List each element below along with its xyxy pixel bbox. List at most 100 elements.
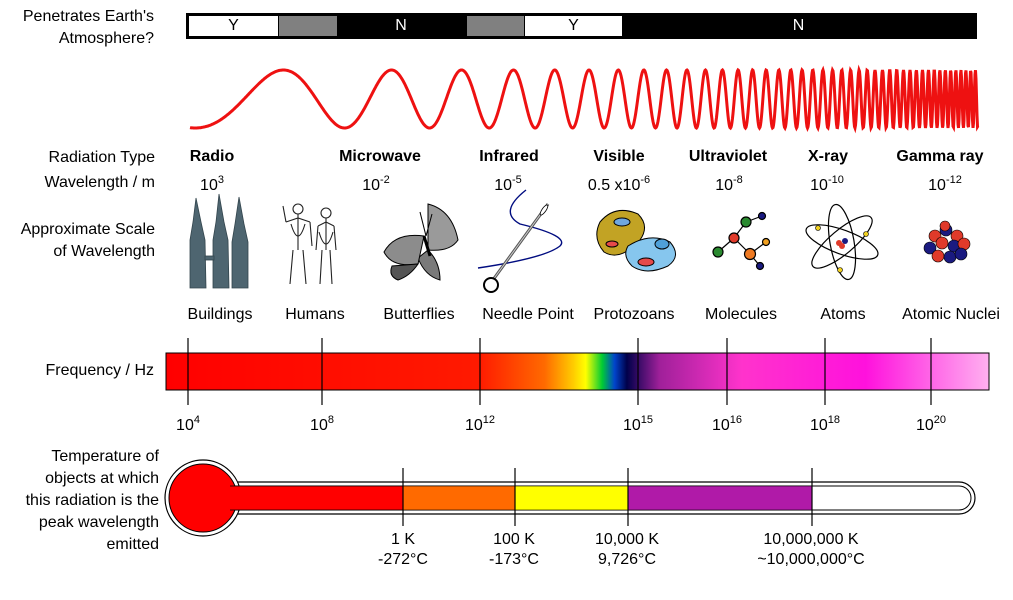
wavelength-value: 103 (200, 174, 224, 195)
atmosphere-segment-text: Y (568, 17, 579, 34)
wavelength-base: 10 (715, 177, 734, 194)
wavelength-value: 10-5 (494, 174, 522, 195)
temperature-kelvin: 10,000 K (594, 531, 660, 548)
temperature-tick-label: 10,000 K 9,726°C (595, 530, 659, 570)
wavelength-wave (189, 64, 980, 134)
atmosphere-segment: Y (525, 16, 622, 36)
frequency-base: 10 (711, 417, 730, 434)
frequency-label: Frequency / Hz (45, 362, 154, 379)
frequency-exponent: 4 (193, 414, 200, 426)
scale-name: Humans (285, 306, 345, 323)
nucleus-icon (923, 220, 971, 264)
scale-name: Protozoans (593, 306, 675, 323)
frequency-tick-lines (187, 338, 932, 405)
frequency-exponent: 12 (482, 414, 496, 426)
temperature-tick-label: 100 K -173°C (489, 530, 539, 570)
scale-name: Atoms (820, 306, 866, 323)
scale-name: Butterflies (383, 306, 455, 323)
wavelength-base: 10 (362, 177, 381, 194)
radiation-type-name: Ultraviolet (688, 148, 768, 165)
radiation-type-name: X-ray (807, 148, 849, 165)
scale-name: Needle Point (482, 306, 574, 323)
temperature-label: Temperature of objects at which this rad… (25, 448, 159, 553)
temperature-tick-lines (402, 468, 813, 526)
needle-icon (477, 189, 563, 293)
temperature-celsius: 9,726°C (598, 551, 656, 568)
frequency-exponent: 8 (327, 414, 334, 426)
scale-name: Atomic Nuclei (902, 306, 1000, 323)
wavelength-exponent: 3 (217, 174, 224, 186)
atmosphere-segment: Y (189, 16, 278, 36)
frequency-exponent: 20 (933, 414, 947, 426)
wavelength-base: 0.5 x10 (587, 177, 641, 194)
wavelength-exponent: -12 (945, 174, 962, 186)
temperature-celsius: -272°C (378, 551, 428, 568)
wavelength-base: 10 (928, 177, 946, 194)
frequency-tick-label: 104 (176, 414, 200, 435)
butterfly-icon (383, 203, 459, 281)
thermometer (164, 459, 976, 537)
atmosphere-label: Penetrates Earth's Atmosphere? (22, 8, 154, 47)
frequency-base: 10 (809, 417, 828, 434)
frequency-tick-label: 1012 (465, 414, 495, 435)
temperature-tick-label: 1 K -272°C (378, 530, 428, 570)
frequency-exponent: 18 (827, 414, 841, 426)
atmosphere-segment (279, 16, 337, 36)
frequency-base: 10 (915, 417, 934, 434)
scale-name: Molecules (704, 306, 778, 323)
atmosphere-bar: Y N Y N (186, 13, 977, 39)
frequency-exponent: 15 (640, 414, 654, 426)
wavelength-value: 10-8 (715, 174, 743, 195)
wavelength-exponent: -6 (640, 174, 651, 186)
atmosphere-segment-text: N (792, 17, 805, 34)
temperature-kelvin: 100 K (493, 531, 535, 548)
atmosphere-segment: N (338, 16, 464, 36)
temperature-kelvin: 1 K (390, 531, 416, 548)
wavelength-exponent: -8 (733, 174, 743, 186)
radiation-type-name: Infrared (479, 148, 539, 165)
wavelength-exponent: -10 (827, 174, 844, 186)
atmosphere-segment (467, 16, 524, 36)
atmosphere-segment: N (623, 16, 974, 36)
scale-label: Approximate Scale of Wavelength (20, 221, 155, 260)
temp-band-ultraviolet (627, 485, 813, 511)
radiation-type-name: Gamma ray (896, 148, 984, 165)
temp-band-visible (514, 485, 629, 511)
wavelength-label: Wavelength / m (44, 174, 155, 191)
temperature-celsius: -173°C (489, 551, 539, 568)
frequency-tick-label: 1015 (623, 414, 653, 435)
frequency-base: 10 (310, 417, 328, 434)
radiation-type-name: Microwave (339, 148, 421, 165)
molecule-icon (712, 211, 771, 271)
radiation-type-label: Radiation Type (48, 149, 155, 166)
atmosphere-segment-text: N (395, 17, 407, 34)
wavelength-base: 10 (200, 177, 218, 194)
wavelength-value: 0.5 x10-6 (588, 174, 650, 195)
wavelength-value: 10-2 (362, 174, 390, 195)
scale-name: Buildings (187, 306, 253, 323)
wavelength-base: 10 (494, 177, 513, 194)
temperature-celsius: ~10,000,000°C (757, 551, 865, 568)
temperature-tick-label: 10,000,000 K ~10,000,000°C (757, 530, 864, 570)
frequency-tick-label: 108 (310, 414, 334, 435)
frequency-base: 10 (464, 417, 483, 434)
atmosphere-segment-text: Y (228, 17, 239, 34)
temperature-kelvin: 10,000,000 K (763, 531, 859, 548)
protozoan-icon (596, 209, 676, 272)
buildings-icon (189, 193, 249, 289)
wavelength-exponent: -5 (512, 174, 522, 186)
wavelength-value: 10-10 (810, 174, 844, 195)
frequency-tick-label: 1016 (712, 414, 742, 435)
wavelength-base: 10 (810, 177, 828, 194)
radiation-type-name: Visible (593, 148, 645, 165)
humans-icon (282, 203, 337, 285)
temp-band-infrared (402, 485, 516, 511)
frequency-tick-label: 1020 (916, 414, 946, 435)
atom-icon (805, 203, 879, 281)
frequency-base: 10 (176, 417, 194, 434)
temp-band-radio (220, 486, 403, 510)
radiation-type-name: Radio (189, 148, 235, 165)
wavelength-value: 10-12 (928, 174, 962, 195)
frequency-tick-label: 1018 (810, 414, 840, 435)
